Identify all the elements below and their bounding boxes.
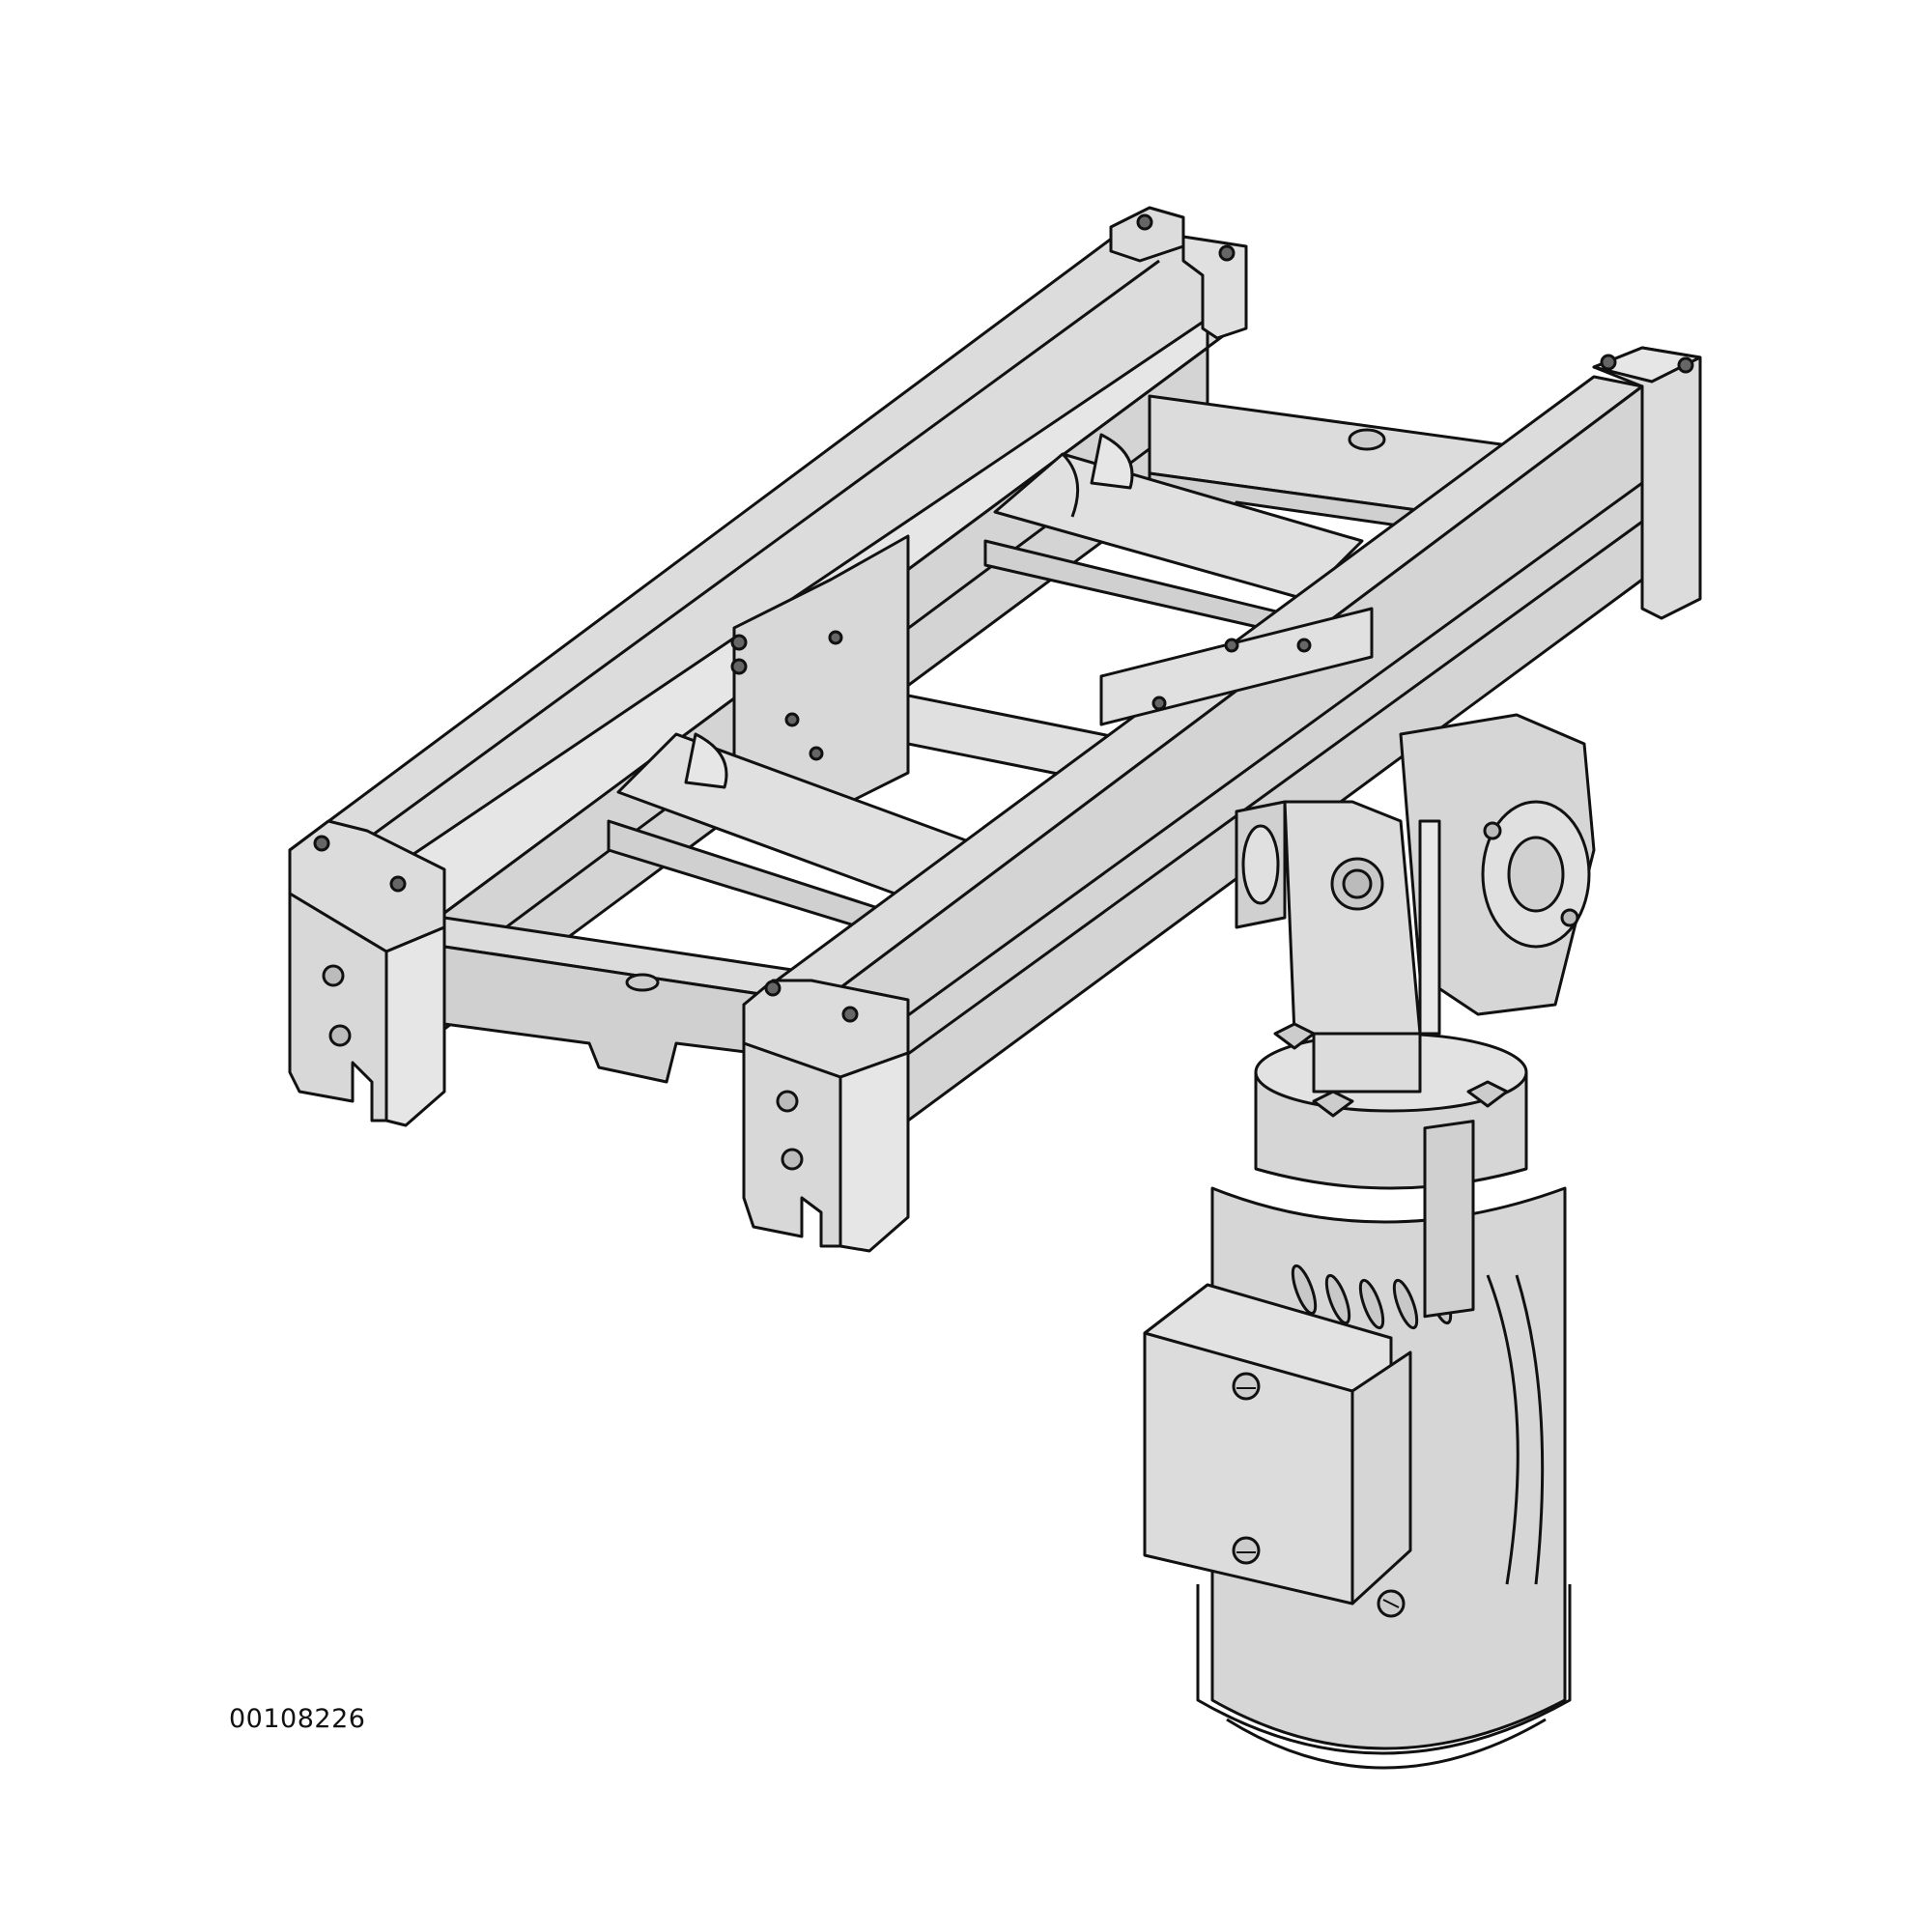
end-cap-left-front [288,819,446,1127]
motor-flange [1254,1022,1528,1190]
roller-back [983,433,1364,639]
terminal-box [1143,1120,1475,1605]
drawing-id-label: 00108226 [229,1704,366,1734]
right-side-rail [742,375,1644,1122]
roller-front [607,732,968,944]
end-cap-right-back [1592,346,1702,620]
end-cap-top-back [1109,206,1248,340]
end-cap-right-front [742,979,910,1253]
right-angle-gearbox [1235,713,1596,1036]
